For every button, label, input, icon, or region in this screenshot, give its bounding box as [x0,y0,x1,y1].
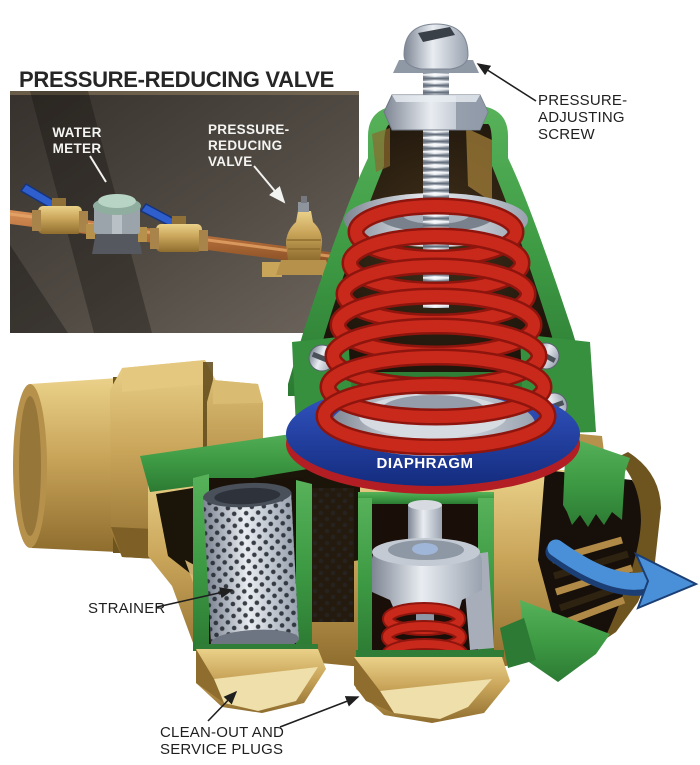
screw-slot [418,27,455,42]
flow-arrow [545,539,699,610]
diaphragm-label: DIAPHRAGM [377,455,474,472]
leader-line [253,165,286,204]
outlet-cut-surface [563,436,630,527]
strainer-assembly [193,474,354,653]
leader-line [89,155,107,183]
adjusting-screw-label: ADJUSTING [538,109,625,126]
outlet-port [500,436,661,682]
inset-reducing-valve-label: VALVE [208,154,253,169]
cleanout-label: CLEAN-OUT AND [160,724,284,741]
main-spring [315,197,557,456]
adjusting-screw-label: PRESSURE- [538,92,627,109]
ball-valve [19,183,88,234]
strainer-cylinder [203,482,299,653]
inset-reducing-valve-label: REDUCING [208,138,282,153]
water-meter-label: METER [53,141,102,156]
cleanout-plug-right [354,650,510,723]
wall-shadow [30,91,152,333]
leader-line [156,587,234,608]
leader-line [207,690,238,722]
ball-valve [139,203,208,252]
cleanout-label: SERVICE PLUGS [160,741,283,758]
leader-line [476,63,537,102]
leader-line [279,696,360,728]
lower-valve-assembly [358,492,494,672]
water-meter-label: WATER [52,125,101,140]
cut-surface-green [140,428,332,492]
lock-nut [383,94,489,131]
inset-photo: WATER METER PRESSURE- REDUCING VALVE [9,91,360,333]
inset-reducing-valve-label: PRESSURE- [208,122,289,137]
adjusting-screw-label: SCREW [538,126,595,143]
figure-title: PRESSURE-REDUCING VALVE [19,67,334,92]
water-meter [86,194,147,254]
strainer-label: STRAINER [88,600,165,617]
